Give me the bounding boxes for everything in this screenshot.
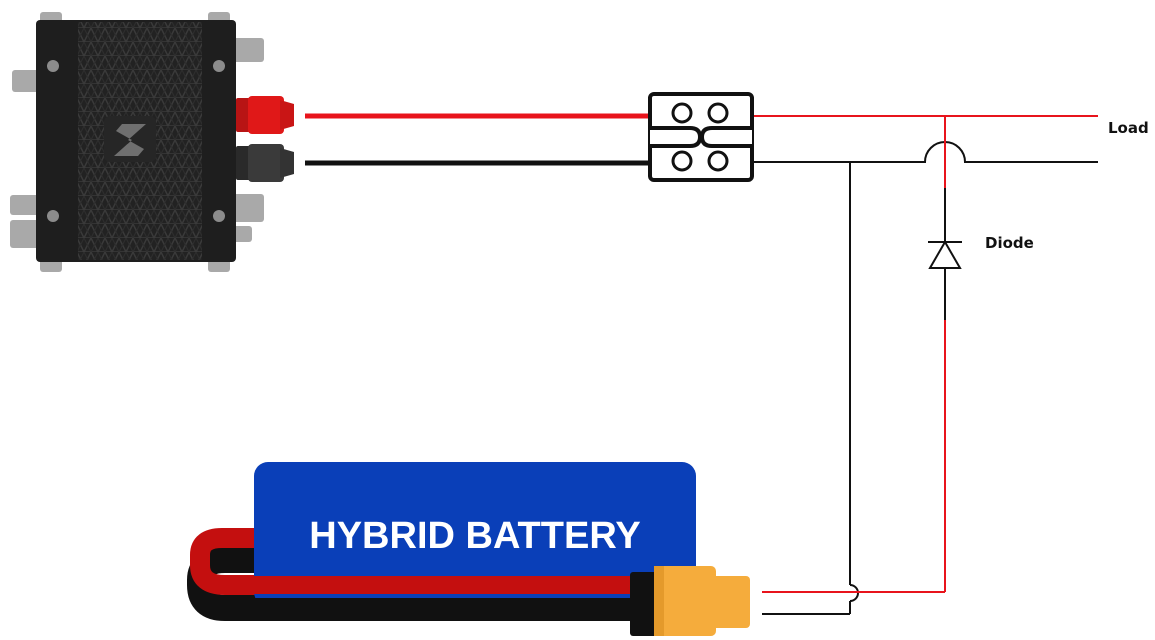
diode-symbol-icon: [928, 239, 962, 269]
battery-body: [254, 462, 696, 606]
red-terminal: [236, 96, 294, 134]
terminal-screw-icon: [671, 150, 693, 172]
terminal-screw-icon: [707, 150, 729, 172]
generator-tab: [232, 38, 264, 62]
screw-icon: [47, 60, 59, 72]
xt-connector-icon: [630, 566, 750, 636]
terminal-screw-icon: [707, 102, 729, 124]
battery-label: HYBRID BATTERY: [309, 515, 640, 557]
s-logo-icon: [104, 116, 156, 162]
generator-tab: [232, 226, 252, 242]
diode-label: Diode: [985, 234, 1034, 252]
terminal-screw-icon: [671, 102, 693, 124]
black-terminal: [236, 144, 294, 182]
load-negative-wire: [752, 141, 1098, 163]
terminal-block-icon: [648, 92, 754, 182]
generator-icon: [10, 12, 294, 272]
screw-icon: [47, 210, 59, 222]
battery-red-lead: [190, 528, 640, 595]
screw-icon: [213, 210, 225, 222]
screw-icon: [213, 60, 225, 72]
hybrid-battery: HYBRID BATTERY: [187, 462, 750, 636]
generator-tab: [10, 195, 40, 215]
battery-black-lead-front: [254, 598, 644, 620]
generator-tab: [10, 220, 40, 248]
load-label: Load: [1108, 119, 1149, 137]
generator-tab: [232, 194, 264, 222]
generator-tab: [12, 70, 40, 92]
battery-red-lead-front: [254, 576, 644, 594]
